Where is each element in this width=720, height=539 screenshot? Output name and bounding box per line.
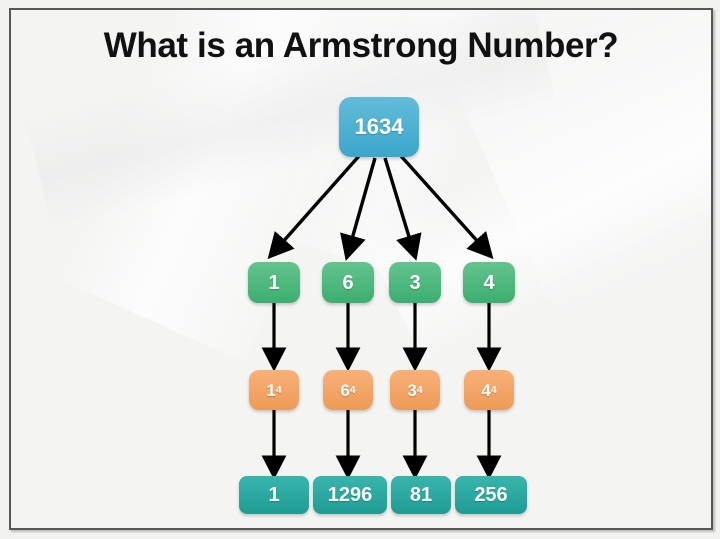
node-digit-2[interactable]: 6 — [322, 262, 374, 303]
arrow-root-to-digit-4 — [399, 154, 494, 260]
node-root-number[interactable]: 1634 — [339, 97, 419, 157]
power-base-2: 6 — [340, 380, 350, 400]
root-arrow-group — [267, 154, 494, 261]
arrow-root-to-digit-2 — [340, 157, 377, 261]
power-base-4: 4 — [481, 380, 491, 400]
power-base-1: 1 — [266, 380, 276, 400]
node-result-2[interactable]: 1296 — [313, 476, 387, 514]
node-digit-3[interactable]: 3 — [389, 262, 441, 303]
page-title: What is an Armstrong Number? — [103, 26, 619, 65]
node-digit-4[interactable]: 4 — [463, 262, 515, 303]
node-result-1[interactable]: 1 — [239, 476, 309, 514]
slide-frame: What is an Armstrong Number? — [9, 8, 713, 530]
power-to-result-arrow-group — [261, 409, 502, 480]
arrow-root-to-digit-3 — [383, 157, 422, 261]
arrow-root-to-digit-1 — [267, 154, 361, 260]
digit-to-power-arrow-group — [261, 302, 502, 372]
node-result-3[interactable]: 81 — [391, 476, 451, 514]
power-base-3: 3 — [407, 380, 417, 400]
node-result-4[interactable]: 256 — [455, 476, 527, 514]
node-digit-1[interactable]: 1 — [248, 262, 300, 303]
